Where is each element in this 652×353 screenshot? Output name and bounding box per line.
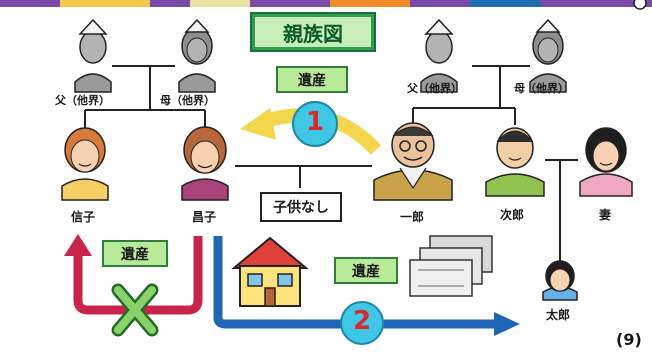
step-2-badge (340, 301, 384, 345)
ichiro-figure-icon (373, 122, 453, 201)
taro-figure-icon (542, 260, 578, 301)
money-stack-icon (409, 235, 493, 297)
step-1-number: 1 (305, 107, 325, 137)
right-mother-label: 母（他界） (514, 82, 569, 95)
step-2-number: 2 (352, 306, 372, 336)
step-1-badge (292, 101, 338, 147)
left-father-label: 父（他界） (55, 94, 110, 107)
right-father-figure-icon (420, 18, 458, 93)
inheritance-arrow-2 (213, 236, 520, 336)
page-number: (9) (616, 330, 642, 349)
inheritance-tag-house: 遺産 (334, 257, 398, 284)
blocked-x-icon (111, 283, 159, 337)
diagram-title: 親族図 (255, 17, 371, 47)
taro-label: 太郎 (546, 308, 571, 322)
nobuko-label: 信子 (71, 210, 96, 224)
inheritance-tag-left: 遺産 (102, 240, 168, 267)
left-mother-figure-icon (178, 18, 216, 93)
left-father-figure-icon (74, 18, 112, 93)
nobuko-figure-icon (61, 127, 109, 201)
no-children-tag: 子供なし (260, 192, 342, 222)
left-mother-label: 母（他界） (160, 94, 215, 107)
ichiro-label: 一郎 (400, 210, 425, 224)
inheritance-tag-top: 遺産 (276, 66, 348, 93)
right-father-label: 父（他界） (407, 82, 462, 95)
masako-label: 昌子 (192, 210, 217, 224)
title-box: 親族図 (250, 12, 376, 52)
right-mother-figure-icon (529, 18, 567, 93)
jiro-figure-icon (485, 127, 545, 197)
wife-figure-icon (579, 127, 633, 197)
jiro-label: 次郎 (500, 208, 525, 222)
house-icon (231, 236, 309, 307)
wife-label: 妻 (599, 208, 612, 222)
top-decorative-strip (0, 0, 652, 10)
masako-figure-icon (181, 126, 229, 201)
